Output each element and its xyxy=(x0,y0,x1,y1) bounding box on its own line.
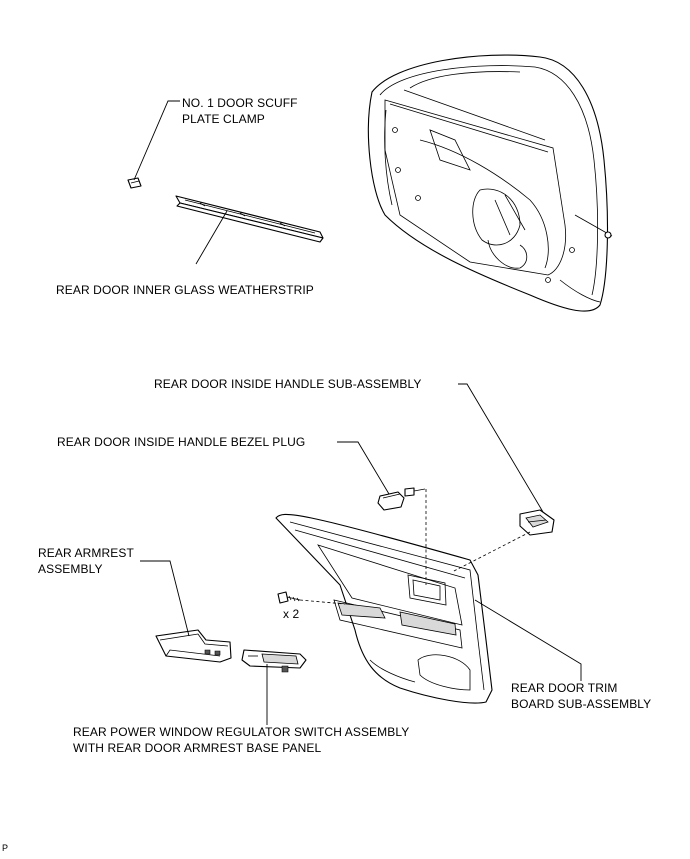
window-switch-base-panel-drawing xyxy=(241,649,307,673)
trim-board-label-line2: BOARD SUB-ASSEMBLY xyxy=(511,697,652,711)
screw-quantity-label: x 2 xyxy=(283,607,300,621)
trim-board-label: REAR DOOR TRIM BOARD SUB-ASSEMBLY xyxy=(511,680,651,712)
inner-glass-weatherstrip-drawing xyxy=(175,195,324,243)
assembly-dashed-lines xyxy=(299,489,531,605)
bezel-plug-drawing xyxy=(377,491,405,511)
armrest-drawing xyxy=(155,629,232,663)
rear-door-shell-drawing xyxy=(367,54,613,312)
bezel-plug-label: REAR DOOR INSIDE HANDLE BEZEL PLUG xyxy=(57,435,306,449)
door-trim-board-drawing xyxy=(275,513,493,704)
screw-upper-drawing xyxy=(404,487,426,497)
leader-lines xyxy=(133,100,582,725)
scuff-clamp-label-line1: NO. 1 DOOR SCUFF xyxy=(182,96,298,110)
scuff-clamp-label-line2: PLATE CLAMP xyxy=(182,112,265,126)
window-switch-label-line2: WITH REAR DOOR ARMREST BASE PANEL xyxy=(73,741,322,755)
inside-handle-drawing xyxy=(519,509,555,536)
armrest-label-line2: ASSEMBLY xyxy=(38,562,103,576)
window-switch-label-line1: REAR POWER WINDOW REGULATOR SWITCH ASSEM… xyxy=(73,725,410,739)
window-switch-label: REAR POWER WINDOW REGULATOR SWITCH ASSEM… xyxy=(73,724,409,756)
reference-mark: P xyxy=(2,843,9,853)
inside-handle-label: REAR DOOR INSIDE HANDLE SUB-ASSEMBLY xyxy=(154,377,422,391)
trim-board-label-line1: REAR DOOR TRIM xyxy=(511,681,618,695)
screw-pair-drawing xyxy=(277,591,301,604)
weatherstrip-label: REAR DOOR INNER GLASS WEATHERSTRIP xyxy=(56,283,314,297)
armrest-label: REAR ARMREST ASSEMBLY xyxy=(38,545,134,577)
armrest-label-line1: REAR ARMREST xyxy=(38,546,134,560)
scuff-clamp-label: NO. 1 DOOR SCUFF PLATE CLAMP xyxy=(182,95,298,127)
